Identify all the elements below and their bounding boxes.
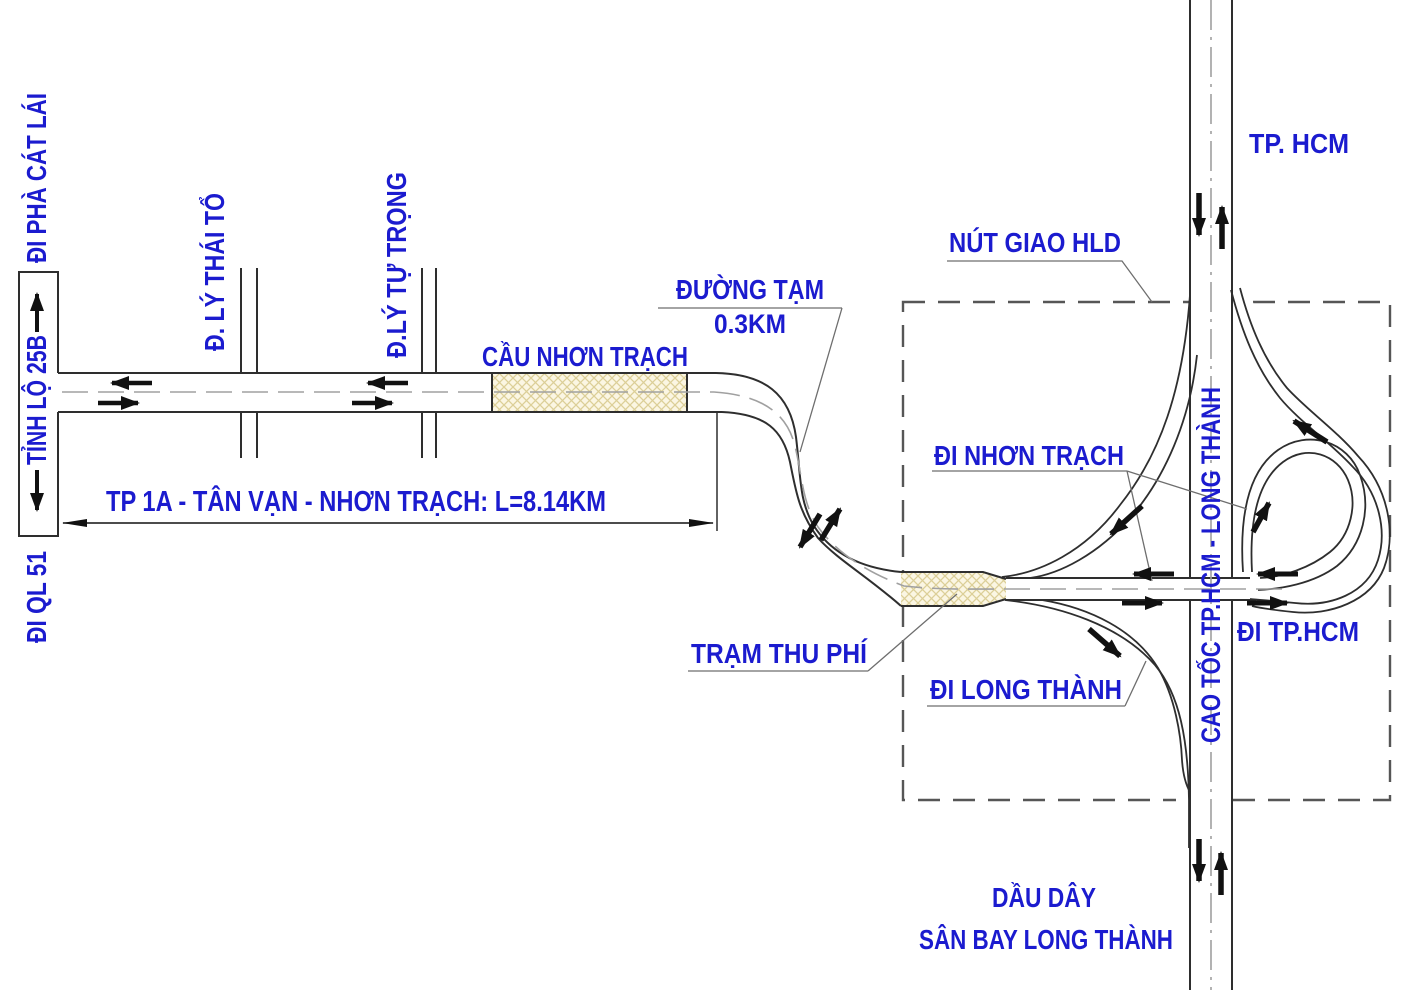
label-cao-toc: CAO TỐC TP.HCM - LONG THÀNH	[1194, 387, 1226, 743]
ly-thai-to-street	[240, 268, 258, 458]
label-di-nhon-trach: ĐI NHƠN TRẠCH	[934, 440, 1124, 471]
arrow-loop-ne	[1250, 501, 1272, 534]
loop-ramp-inner	[1250, 452, 1354, 579]
label-route-dimension: TP 1A - TÂN VẠN - NHƠN TRẠCH: L=8.14KM	[106, 484, 606, 518]
arrow-ramp-ne	[1292, 418, 1329, 445]
label-di-tp-hcm: ĐI TP.HCM	[1237, 616, 1359, 647]
label-cau-nhon-trach: CẦU NHƠN TRẠCH	[482, 341, 688, 372]
leader-lines	[658, 260, 1248, 707]
nhon-trach-road-east	[1006, 577, 1256, 601]
label-tp-hcm-top: TP. HCM	[1249, 128, 1349, 159]
ramp-northwest-outer	[1001, 294, 1191, 578]
label-duong-tam-km: 0.3KM	[714, 309, 786, 339]
label-dau-day: DẦU DÂY	[992, 882, 1096, 913]
ly-tu-trong-street	[421, 268, 437, 458]
temporary-road-upper-edge	[715, 372, 902, 573]
route-dimension-line	[62, 412, 718, 531]
arrow-ramp-sw	[1087, 626, 1122, 659]
tinh-lo-25b-road	[18, 271, 59, 537]
toll-plaza-outline	[901, 571, 1007, 607]
label-ly-tu-trong: Đ.LÝ TỰ TRỌNG	[381, 172, 412, 358]
arrow-ramp-nw	[1109, 503, 1144, 537]
ramp-northeast-outer	[1239, 287, 1391, 614]
centerline-temp-road	[713, 391, 1288, 590]
label-di-long-thanh: ĐI LONG THÀNH	[930, 674, 1122, 705]
temporary-road-lower-edge	[721, 411, 902, 607]
label-tinh-lo-25b: TỈNH LỘ 25B	[20, 335, 52, 465]
arrow-temp-road-down	[797, 512, 823, 549]
label-san-bay-long-thanh: SÂN BAY LONG THÀNH	[919, 924, 1173, 955]
loop-ramp-outer	[1241, 438, 1367, 591]
ramp-northeast-inner	[1230, 289, 1383, 605]
ramp-southwest-outer	[1004, 599, 1190, 848]
arrow-temp-road-up	[818, 507, 843, 542]
label-di-ql-51: ĐI QL 51	[21, 551, 52, 643]
label-nut-giao-hld: NÚT GIAO HLD	[949, 227, 1121, 258]
label-tram-thu-phi: TRẠM THU PHÍ	[691, 638, 868, 669]
expressway-edges	[1189, 0, 1233, 990]
label-di-pha-cat-lai: ĐI PHÀ CÁT LÁI	[21, 93, 52, 263]
label-ly-thai-to: Đ. LÝ THÁI TỔ	[199, 193, 230, 351]
traffic-direction-arrows	[30, 193, 1329, 895]
interchange-dashed-boundary	[901, 300, 1392, 802]
ramp-southwest-inner	[1041, 599, 1191, 793]
label-duong-tam: ĐƯỜNG TẠM	[676, 274, 824, 305]
